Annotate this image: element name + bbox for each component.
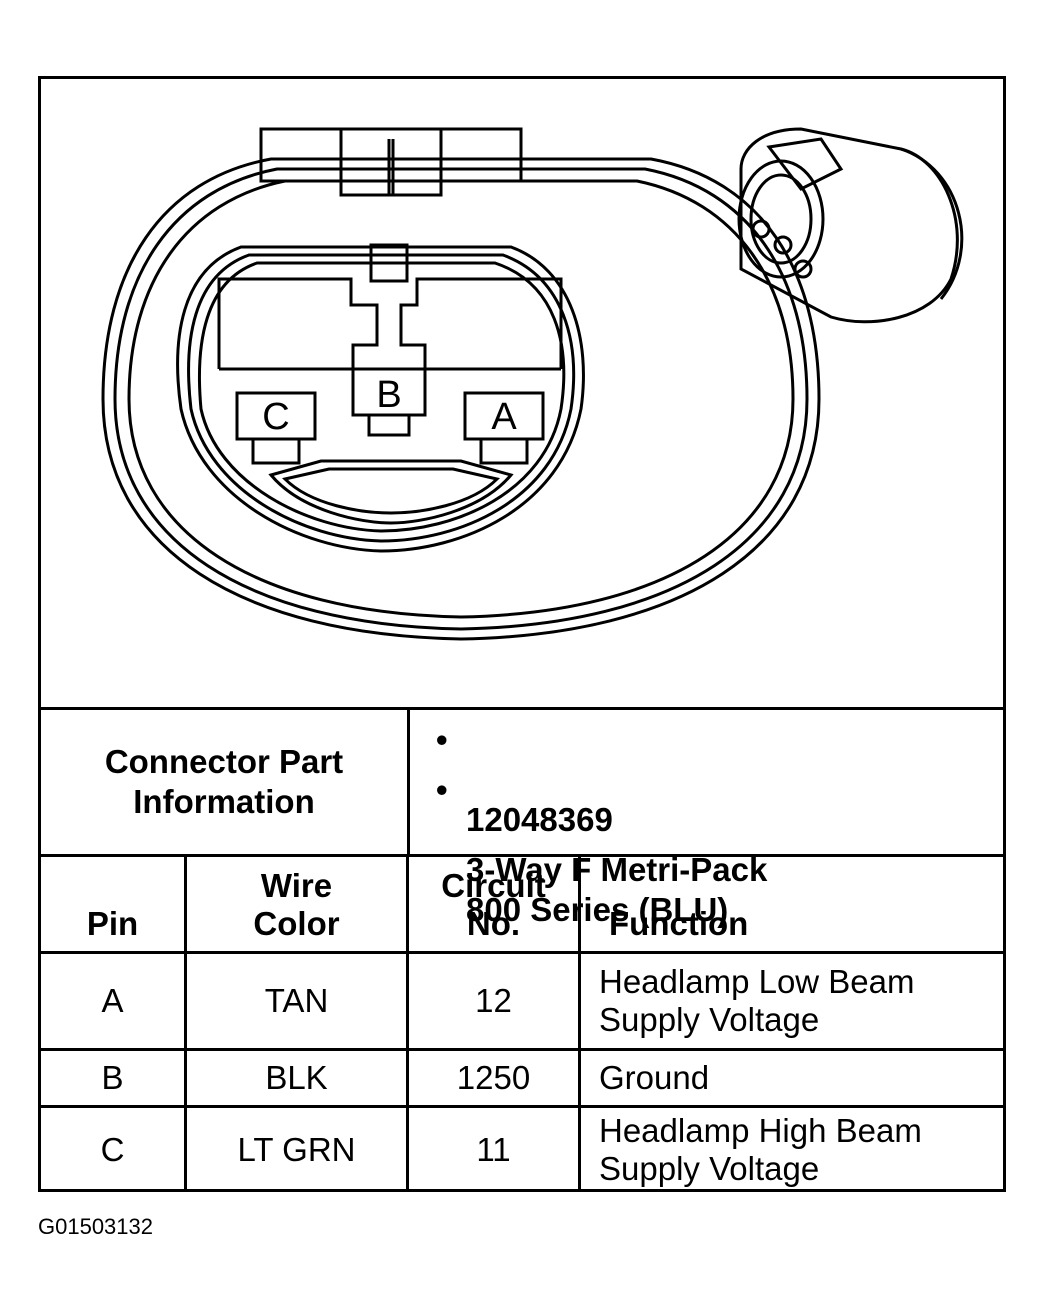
table-row: B BLK 1250 Ground bbox=[41, 1051, 1003, 1108]
connector-drawing: C B A bbox=[41, 79, 1003, 710]
pin-label-a: A bbox=[491, 396, 517, 438]
cell-circuit: 1250 bbox=[409, 1051, 581, 1105]
part-info-block: Connector Part Information • 12048369 • … bbox=[41, 710, 1003, 928]
figure-id: G01503132 bbox=[38, 1214, 153, 1239]
table-row: C LT GRN 11 Headlamp High Beam Supply Vo… bbox=[41, 1108, 1003, 1192]
cell-wire-color: TAN bbox=[187, 954, 409, 1048]
cell-circuit: 11 bbox=[409, 1108, 581, 1192]
cell-wire-color: LT GRN bbox=[187, 1108, 409, 1192]
header-pin: Pin bbox=[41, 857, 187, 951]
part-info-item: • 3-Way F Metri-Pack 800 Series (BLU) bbox=[436, 770, 768, 930]
part-info-label: Connector Part Information bbox=[41, 710, 410, 854]
part-number: 12048369 bbox=[466, 801, 613, 838]
pin-label-c: C bbox=[262, 396, 289, 438]
pin-label-b: B bbox=[376, 374, 401, 416]
connector-iso-view bbox=[737, 127, 964, 324]
cell-pin: A bbox=[41, 954, 187, 1048]
cell-pin: B bbox=[41, 1051, 187, 1105]
cell-function: Headlamp High Beam Supply Voltage bbox=[599, 1112, 922, 1187]
bullet-icon: • bbox=[436, 721, 448, 758]
header-wire-color: Wire Color bbox=[187, 857, 409, 951]
part-info-item: • 12048369 bbox=[436, 720, 613, 840]
cell-wire-color: BLK bbox=[187, 1051, 409, 1105]
bullet-icon: • bbox=[436, 771, 448, 808]
table-header-row: Pin Wire Color Circuit No. Function bbox=[41, 857, 1003, 954]
header-circuit: Circuit No. bbox=[409, 857, 581, 951]
cell-circuit: 12 bbox=[409, 954, 581, 1048]
table-row: A TAN 12 Headlamp Low Beam Supply Voltag… bbox=[41, 954, 1003, 1051]
cell-pin: C bbox=[41, 1108, 187, 1192]
part-info-list: • 12048369 • 3-Way F Metri-Pack 800 Seri… bbox=[410, 710, 1003, 928]
header-function: Function bbox=[609, 905, 749, 942]
diagram-frame: C B A Connector Part Information • 12048… bbox=[38, 76, 1006, 1192]
part-description: 3-Way F Metri-Pack 800 Series (BLU) bbox=[466, 851, 768, 928]
cell-function: Ground bbox=[599, 1059, 710, 1096]
connector-face-illustration: C B A bbox=[101, 127, 964, 641]
cell-function: Headlamp Low Beam Supply Voltage bbox=[599, 963, 915, 1038]
